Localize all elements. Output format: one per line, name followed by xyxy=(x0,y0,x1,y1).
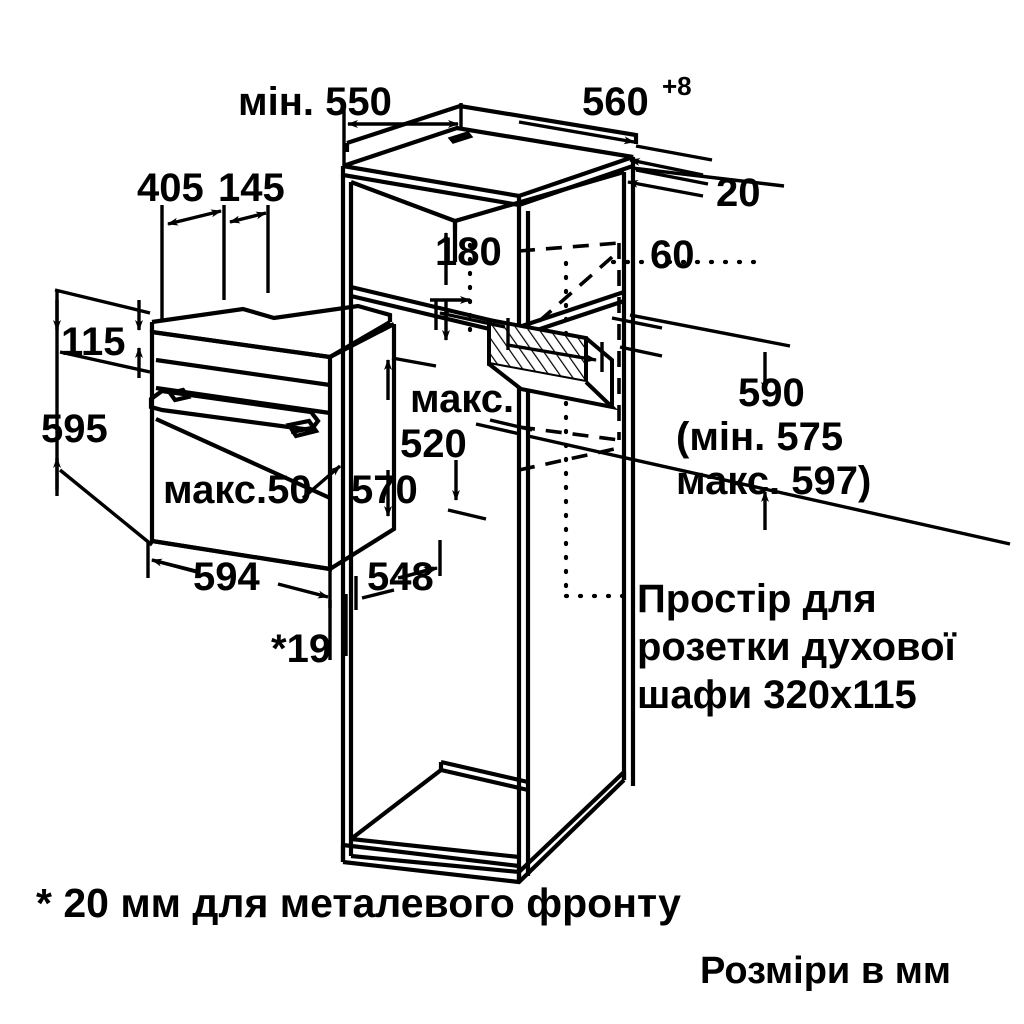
label-590-max: макс. 597) xyxy=(676,459,871,503)
socket-space-annotation: Простір для розетки духової шафи 320x115 xyxy=(637,577,957,717)
label-19: *19 xyxy=(271,627,331,671)
label-595: 595 xyxy=(41,407,108,451)
socket-note-line2: розетки духової xyxy=(637,625,957,669)
label-594: 594 xyxy=(193,555,260,599)
metal-front-footnote: * 20 мм для металевого фронту xyxy=(36,880,681,926)
socket-note-line3: шафи 320x115 xyxy=(637,673,917,717)
socket-space-dotted-lines xyxy=(467,242,763,599)
dimension-labels: мін. 550 560 +8 405 145 20 180 60 115 59… xyxy=(41,71,871,671)
hatched-support-block xyxy=(487,317,619,411)
label-560: 560 xyxy=(582,80,649,124)
label-60: 60 xyxy=(650,233,695,277)
socket-note-line1: Простір для xyxy=(637,577,877,621)
label-548: 548 xyxy=(367,555,434,599)
units-note: Розміри в мм xyxy=(700,950,951,992)
label-570: 570 xyxy=(351,468,418,512)
label-max-50: макс.50 xyxy=(163,468,312,512)
label-max-520-line2: 520 xyxy=(400,422,467,466)
label-405: 405 xyxy=(137,166,204,210)
label-20: 20 xyxy=(716,171,761,215)
label-max-520-line1: макс. xyxy=(410,377,514,421)
label-590-min: (мін. 575 xyxy=(676,415,843,459)
oven-appliance-outline xyxy=(148,303,397,572)
label-145: 145 xyxy=(218,166,285,210)
label-560-tolerance: +8 xyxy=(662,71,692,101)
label-590: 590 xyxy=(738,371,805,415)
dimension-lines xyxy=(53,103,1011,660)
label-min-550: мін. 550 xyxy=(238,80,392,124)
label-115: 115 xyxy=(61,320,126,364)
footnotes: * 20 мм для металевого фронту Розміри в … xyxy=(36,880,951,992)
label-180: 180 xyxy=(435,230,502,274)
